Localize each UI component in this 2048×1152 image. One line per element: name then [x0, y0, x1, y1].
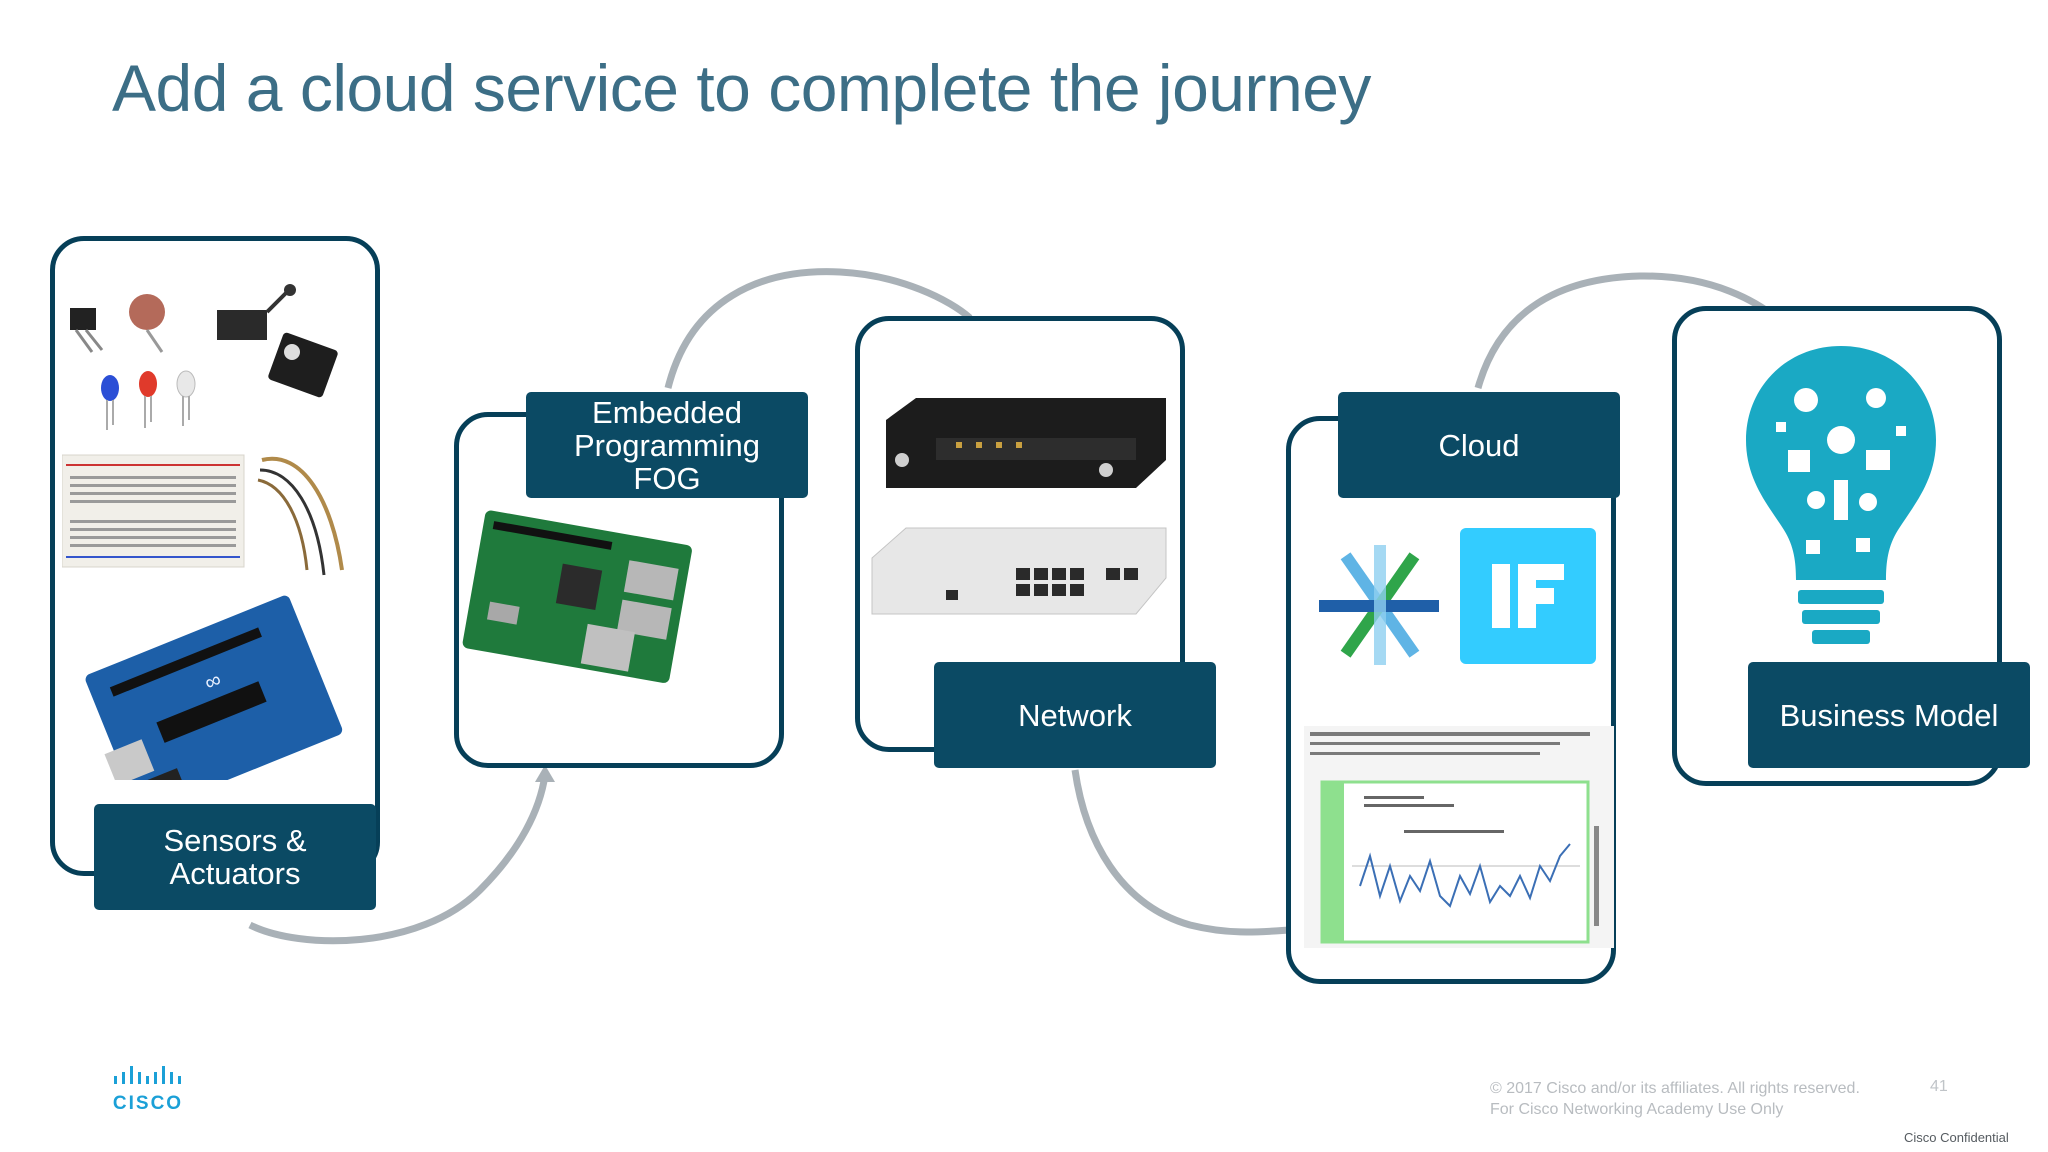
- sensor-components-image: ∞: [62, 284, 344, 780]
- arc-fog-to-network: [664, 268, 973, 389]
- copyright-notice: © 2017 Cisco and/or its affiliates. All …: [1490, 1078, 1860, 1120]
- label-embedded-fog: Embedded Programming FOG: [526, 392, 808, 498]
- cisco-spark-logo: [1319, 545, 1439, 665]
- arc-sensors-to-fog: [248, 774, 549, 945]
- ifttt-logo: [1460, 528, 1596, 664]
- label-sensors-actuators: Sensors & Actuators: [94, 804, 376, 910]
- cisco-logo: CISCO: [113, 1066, 183, 1114]
- router-image: [886, 398, 1166, 488]
- switch-image: [871, 527, 1167, 615]
- copyright-line-1: © 2017 Cisco and/or its affiliates. All …: [1490, 1080, 1860, 1097]
- arc-cloud-to-business: [1474, 272, 1793, 389]
- page-number: 41: [1930, 1078, 1948, 1095]
- arc-arrowhead: [535, 765, 555, 782]
- copyright-line-2: For Cisco Networking Academy Use Only: [1490, 1101, 1784, 1118]
- label-business-model: Business Model: [1748, 662, 2030, 768]
- raspberry-pi-image: [462, 510, 692, 683]
- cisco-logo-text: CISCO: [113, 1093, 183, 1114]
- dashboard-chart-image: [1304, 726, 1614, 948]
- confidential-label: Cisco Confidential: [1904, 1130, 2009, 1145]
- label-cloud: Cloud: [1338, 392, 1620, 498]
- arc-network-to-cloud: [1071, 769, 1291, 936]
- lightbulb-icon: [1746, 346, 1936, 644]
- label-network: Network: [934, 662, 1216, 768]
- slide-title: Add a cloud service to complete the jour…: [112, 51, 1371, 125]
